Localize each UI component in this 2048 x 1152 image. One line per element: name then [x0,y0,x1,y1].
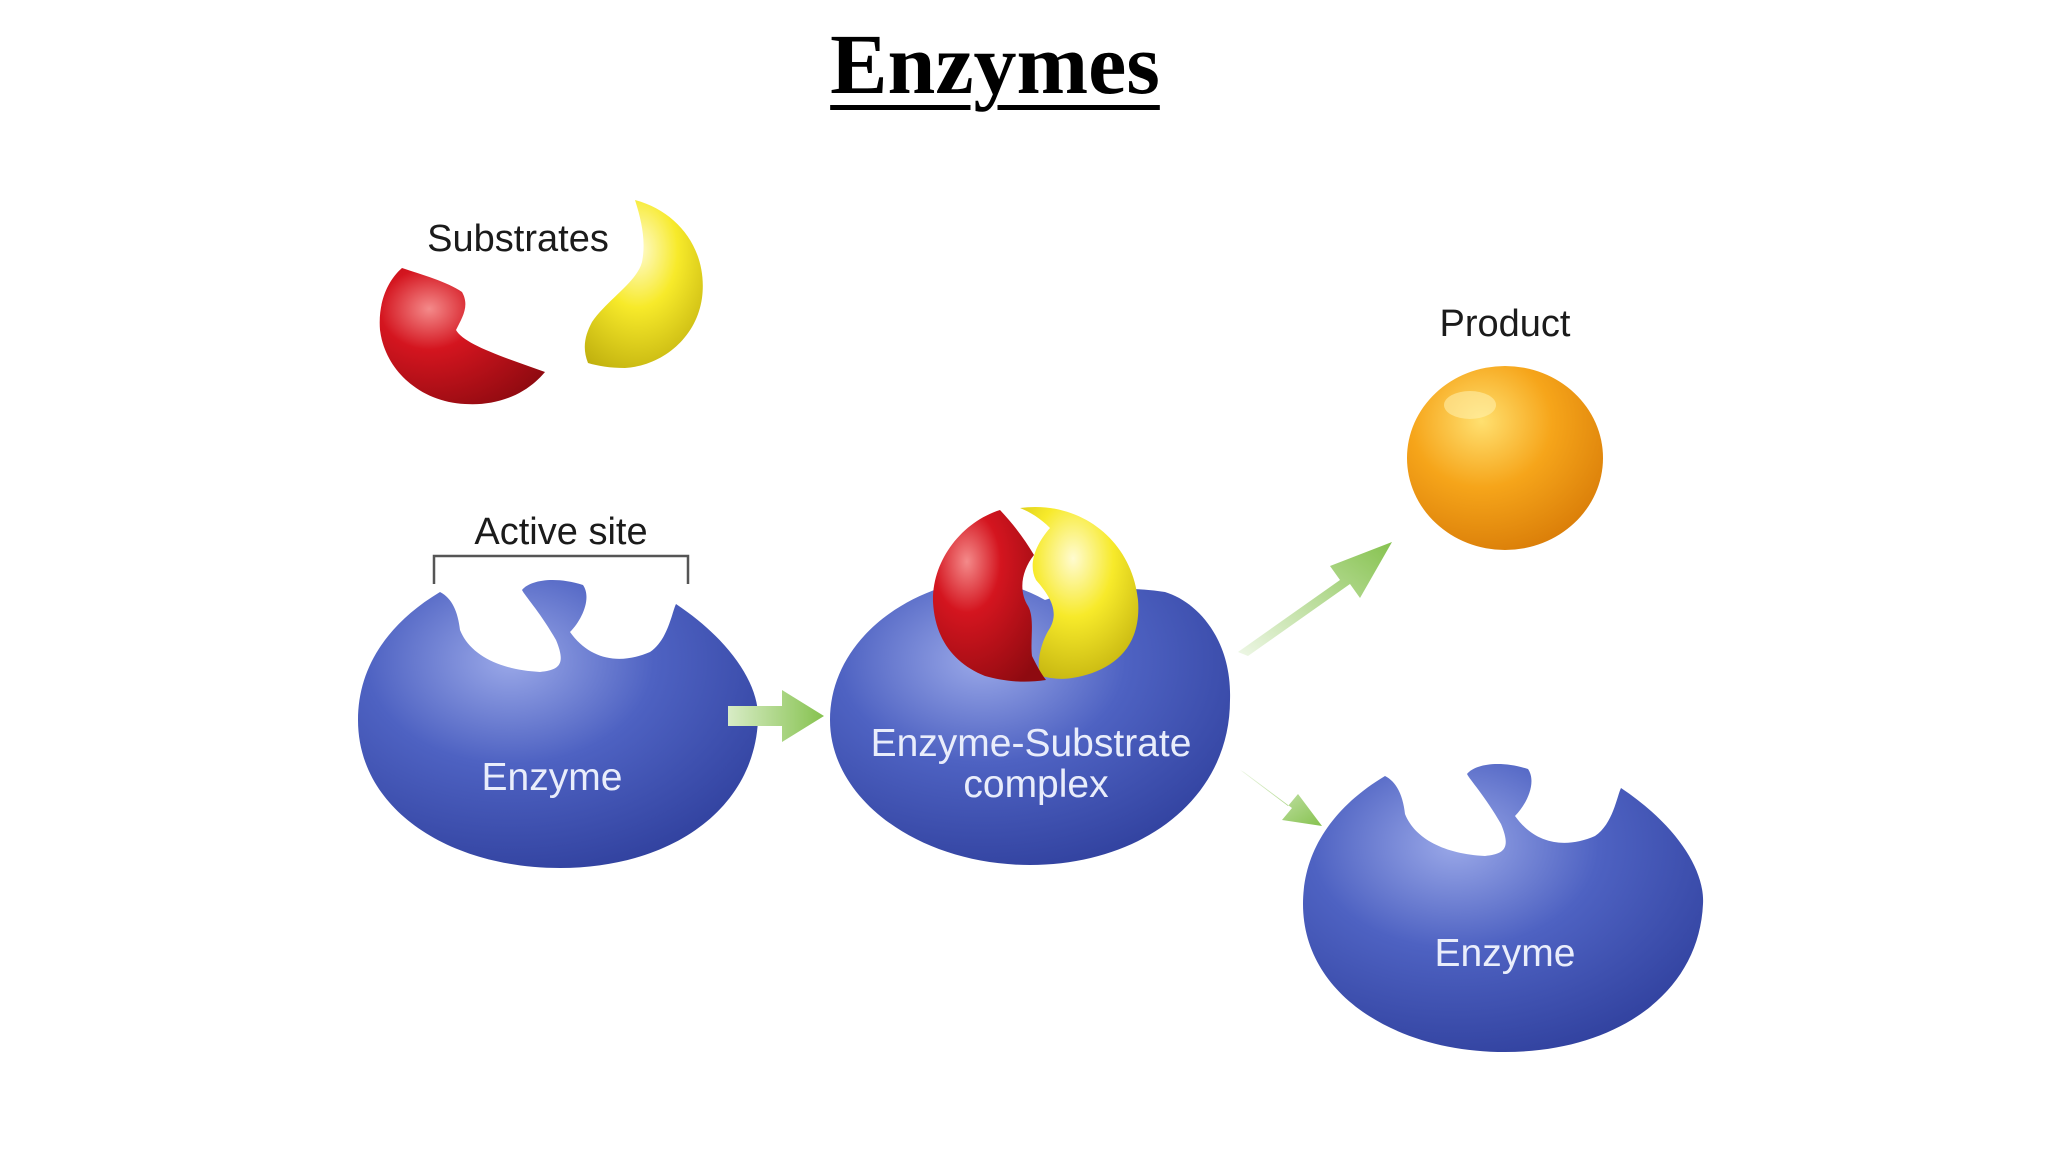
active-site-label: Active site [474,511,647,553]
active-site-bracket [432,554,690,584]
yellow-substrate-icon [584,200,703,368]
complex-label-line2: complex [963,763,1109,806]
enzyme-right: Enzyme [1303,763,1704,1052]
product-label: Product [1440,303,1571,345]
arrow-down-right-icon [1240,770,1322,826]
page-title: Enzymes [830,16,1160,112]
enzyme-right-label: Enzyme [1435,932,1576,975]
enzyme-left-label: Enzyme [482,756,623,799]
arrow-up-right-icon [1238,542,1392,656]
enzyme-right-body [1303,763,1704,1052]
product-sphere-icon [1407,366,1603,550]
enzyme-left: Active site Enzyme [358,511,759,868]
arrow-right-icon [728,690,824,742]
product-highlight [1444,391,1496,419]
enzyme-substrate-complex: Enzyme-Substrate complex [830,506,1231,865]
substrates-group: Substrates [379,200,703,405]
complex-label-line1: Enzyme-Substrate [871,722,1192,765]
complex-yellow-substrate [1020,506,1139,679]
complex-red-substrate [932,510,1046,682]
red-substrate-icon [379,268,545,405]
complex-enzyme-body [830,580,1231,865]
substrates-label: Substrates [427,218,609,260]
product-group: Product [1407,303,1603,550]
enzyme-left-body [358,579,759,868]
